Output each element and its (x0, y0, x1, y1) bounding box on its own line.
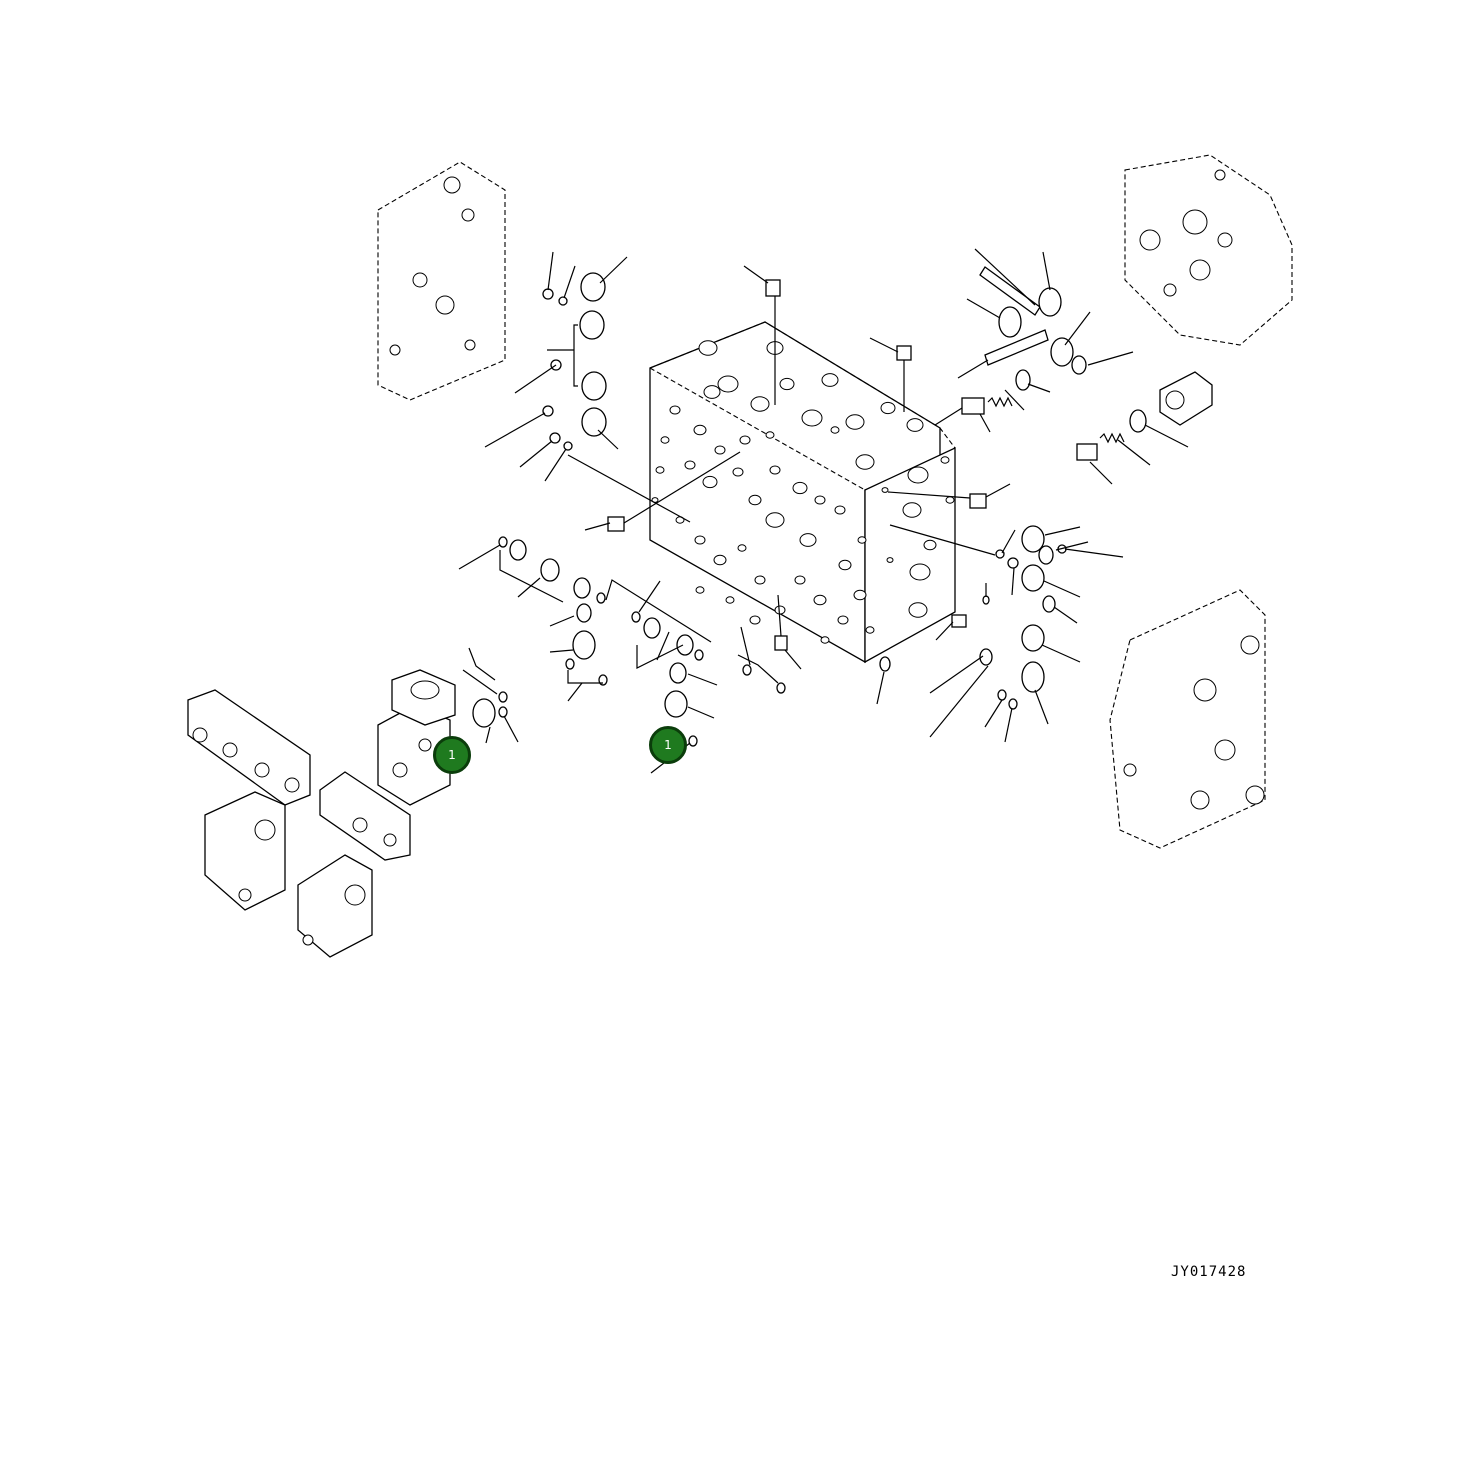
port-hole (838, 559, 852, 571)
port-hole (655, 466, 665, 474)
port-hole (694, 535, 706, 545)
callout-number: 1 (664, 738, 672, 752)
port-hole (908, 602, 928, 618)
right-spool-cap (1159, 371, 1213, 426)
port-hole (845, 414, 865, 430)
port-hole (834, 505, 846, 515)
port-hole (660, 436, 670, 444)
callout-number: 1 (448, 748, 456, 762)
port-hole (739, 435, 751, 445)
port-hole (737, 544, 747, 552)
port-hole (714, 445, 726, 455)
port-hole (669, 405, 681, 415)
port-hole (865, 626, 875, 634)
port-hole (702, 475, 718, 489)
port-hole (880, 401, 896, 415)
port-hole (792, 481, 808, 495)
port-hole (684, 460, 696, 470)
port-hole (799, 533, 817, 547)
port-hole (857, 536, 867, 544)
port-hole (703, 385, 721, 399)
port-hole (732, 467, 744, 477)
seals-and-orings (458, 248, 1189, 774)
port-hole (695, 586, 705, 594)
port-hole (813, 594, 827, 606)
port-hole (765, 512, 785, 528)
bottom-right-side-plate (1109, 589, 1266, 849)
port-hole (717, 375, 739, 393)
top-right-side-plate (1124, 154, 1293, 346)
bottom-left-components (187, 669, 456, 958)
port-hole (750, 396, 770, 412)
port-hole (940, 456, 950, 464)
port-hole (801, 409, 823, 427)
port-hole (765, 431, 775, 439)
port-hole (853, 589, 867, 601)
port-hole (754, 575, 766, 585)
main-valve-block (649, 321, 956, 664)
port-hole (855, 454, 875, 470)
port-hole (748, 494, 762, 506)
port-hole (774, 605, 786, 615)
port-hole (945, 496, 955, 504)
port-hole (693, 424, 707, 436)
port-hole (794, 575, 806, 585)
port-hole (923, 539, 937, 551)
port-hole (906, 418, 924, 432)
port-hole (902, 502, 922, 518)
port-hole (886, 557, 894, 563)
drawing-code: JY017428 (1171, 1264, 1247, 1280)
callout-1-center[interactable]: 1 (649, 726, 687, 764)
callout-1-left[interactable]: 1 (433, 736, 471, 774)
port-hole (769, 465, 781, 475)
port-hole (725, 596, 735, 604)
port-hole (830, 426, 840, 434)
port-hole (909, 563, 931, 581)
port-hole (821, 373, 839, 387)
port-hole (698, 340, 718, 356)
port-hole (881, 487, 889, 493)
port-hole (820, 636, 830, 644)
port-hole (837, 615, 849, 625)
port-hole (779, 377, 795, 391)
port-hole (907, 466, 929, 484)
port-hole (713, 554, 727, 566)
port-hole (749, 615, 761, 625)
top-left-side-plate (377, 161, 506, 401)
port-hole (814, 495, 826, 505)
